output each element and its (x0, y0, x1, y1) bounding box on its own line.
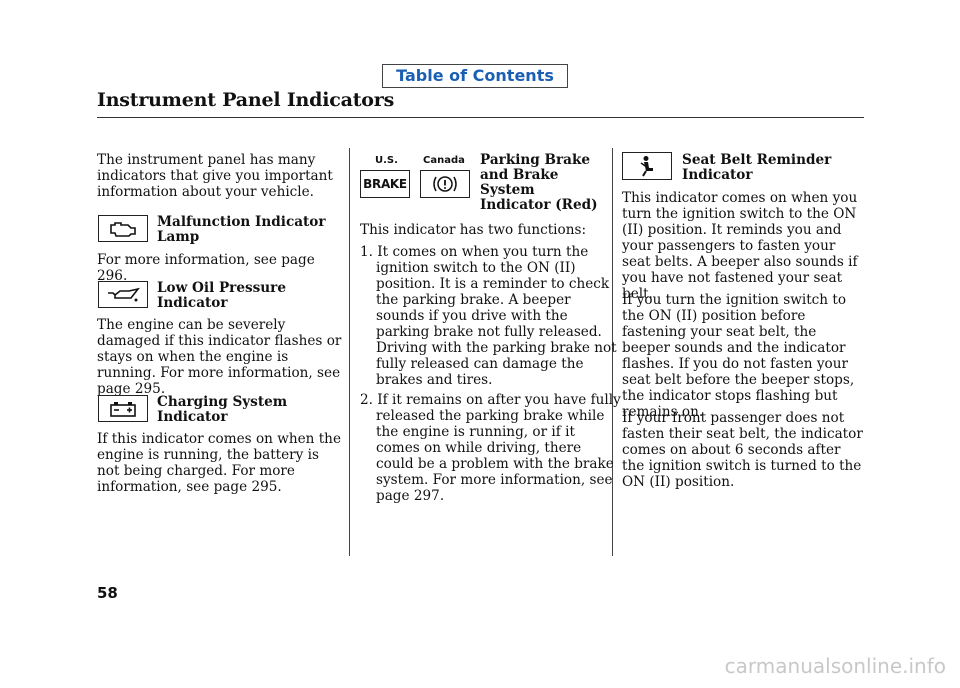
watermark: carmanualsonline.info (724, 654, 946, 678)
battery-icon (98, 395, 148, 422)
page-title: Instrument Panel Indicators (97, 89, 395, 111)
brake-item-2: 2. If it remains on after you have fully… (360, 392, 621, 504)
oil-text: The engine can be severely damaged if th… (97, 317, 342, 397)
oil-heading: Low Oil Pressure Indicator (157, 280, 286, 311)
oil-can-icon (98, 281, 148, 308)
seatbelt-text-1: This indicator comes on when you turn th… (622, 190, 858, 302)
mil-text: For more information, see page 296. (97, 252, 315, 284)
column-divider-1 (349, 148, 350, 556)
label-us: U.S. (375, 155, 398, 166)
seatbelt-text-3: If your front passenger does not fasten … (622, 410, 863, 490)
seat-belt-icon (622, 152, 672, 180)
table-of-contents-link[interactable]: Table of Contents (382, 64, 568, 88)
seatbelt-text-2: If you turn the ignition switch to the O… (622, 292, 855, 420)
mil-heading: Malfunction Indicator Lamp (157, 214, 326, 245)
circle-exclamation-icon (420, 170, 470, 198)
charge-heading: Charging System Indicator (157, 394, 288, 425)
brake-heading: Parking Brake and Brake System Indicator… (480, 152, 598, 213)
column-divider-2 (612, 148, 613, 556)
charge-text: If this indicator comes on when the engi… (97, 431, 341, 495)
title-rule (97, 117, 864, 118)
intro-text: The instrument panel has many indicators… (97, 152, 333, 200)
brake-intro: This indicator has two functions: (360, 222, 587, 238)
brake-item-1: 1. It comes on when you turn the ignitio… (360, 244, 617, 388)
page-number: 58 (97, 584, 118, 602)
engine-icon (98, 215, 148, 242)
label-canada: Canada (423, 155, 465, 166)
brake-icon: BRAKE (360, 170, 410, 198)
seatbelt-heading: Seat Belt Reminder Indicator (682, 152, 832, 183)
